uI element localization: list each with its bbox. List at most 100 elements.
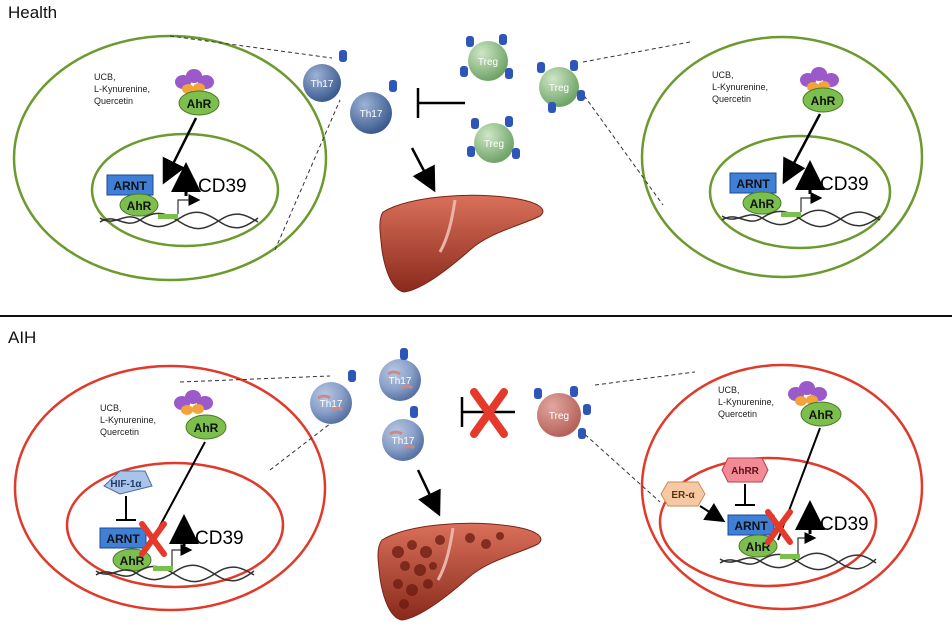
th17-label: Th17 <box>389 376 412 387</box>
health-treg-cell: Treg <box>460 34 513 81</box>
treg-cell-body <box>474 123 514 163</box>
receptor-icon <box>505 68 513 79</box>
ligand-list-line: L-Kynurenine, <box>712 82 768 92</box>
ahr-label: AhR <box>194 421 219 435</box>
th17-label: Th17 <box>320 399 343 410</box>
aih-right-cell: UCB, L-Kynurenine, Quercetin AhR AhRR ER… <box>579 363 924 611</box>
treg-label: Treg <box>549 411 569 422</box>
arnt-box <box>99 527 147 549</box>
dna-strand <box>99 212 259 230</box>
ahr-cytoplasm <box>185 414 227 440</box>
outer-cell-membrane <box>640 363 924 611</box>
arnt-label: ARNT <box>736 177 770 191</box>
th17-cell-body <box>310 382 352 424</box>
zoom-line <box>169 35 333 59</box>
zoom-line <box>594 371 696 386</box>
outer-cell-membrane <box>640 35 924 279</box>
receptor-icon <box>537 62 545 73</box>
ligand-list-line: Quercetin <box>718 409 757 419</box>
treg-cell-body <box>468 41 508 81</box>
ahr-nucleus <box>742 191 782 215</box>
aih-th17-cell: Th17 <box>382 406 424 461</box>
th17-cell-body <box>350 92 392 134</box>
ahr-label: AhR <box>811 94 836 108</box>
receptor-icon <box>339 50 347 62</box>
th17-cell-body <box>303 64 341 102</box>
treg-label: Treg <box>549 83 569 94</box>
ligand-list-line: UCB, <box>94 72 116 82</box>
effect-arrow <box>416 469 441 517</box>
transcription-start-icon <box>171 544 193 566</box>
diseased-liver-icon <box>377 522 542 621</box>
healthy-liver-icon <box>379 194 544 293</box>
dna-strand <box>721 210 881 228</box>
ligand-cluster <box>174 390 213 415</box>
ahr-label: AhR <box>809 408 834 422</box>
promoter-region <box>781 212 801 217</box>
zoom-line <box>269 419 336 471</box>
blocked-x-icon <box>139 521 167 557</box>
dna-strand <box>95 565 255 583</box>
section-title-health: Health <box>8 3 57 22</box>
transcription-start-icon <box>800 192 823 212</box>
ahrr-hexagon <box>721 457 769 483</box>
arnt-label: ARNT <box>106 532 140 546</box>
aih-left-cell: UCB, L-Kynurenine, Quercetin AhR HIF-1α … <box>13 364 336 612</box>
treg-cell-body <box>537 393 581 437</box>
health-th17-cell: Th17 <box>303 50 347 102</box>
health-treg-cell: Treg <box>537 60 585 113</box>
receptor-icon <box>577 90 585 101</box>
receptor-icon <box>410 406 418 418</box>
zoom-line <box>179 375 331 383</box>
ligand-cluster <box>788 381 827 406</box>
zoom-line <box>582 41 691 63</box>
receptor-icon <box>534 388 542 399</box>
receptor-icon <box>460 66 468 77</box>
activation-arrow <box>699 502 726 523</box>
ahr-label: AhR <box>746 540 771 554</box>
th17-cell-body <box>382 419 424 461</box>
receptor-icon <box>512 148 520 159</box>
transcription-start-icon <box>177 194 201 214</box>
dna-strand <box>721 209 881 227</box>
health-th17-cell: Th17 <box>350 80 397 134</box>
th17-label: Th17 <box>392 436 415 447</box>
ligand-list-line: L-Kynurenine, <box>100 415 156 425</box>
er-alpha-label: ER-α <box>671 490 695 501</box>
ahr-label: AhR <box>120 554 145 568</box>
ahr-cytoplasm <box>178 90 220 116</box>
cd39-label: CD39 <box>198 176 247 197</box>
treg-label: Treg <box>484 139 504 150</box>
zoom-line <box>579 429 661 503</box>
ligand-list-line: Quercetin <box>94 96 133 106</box>
receptor-icon <box>348 370 356 382</box>
dna-strand <box>719 553 877 571</box>
cd39-label: CD39 <box>820 514 869 535</box>
receptor-icon <box>505 116 513 127</box>
receptor-icon <box>578 428 586 439</box>
health-right-cell: UCB, L-Kynurenine, Quercetin AhR ARNT Ah… <box>579 35 924 279</box>
ahrr-label: AhRR <box>731 466 760 477</box>
translocation-arrow <box>162 117 198 185</box>
nucleus-membrane <box>90 132 280 248</box>
aih-th17-cell: Th17 <box>310 370 356 424</box>
aih-treg-cell: Treg <box>534 386 591 439</box>
blocked-x-icon <box>470 388 508 438</box>
er-alpha-hexagon <box>660 481 706 507</box>
nucleus-membrane <box>65 461 285 589</box>
receptor-icon <box>400 348 408 360</box>
effect-arrow <box>410 147 436 193</box>
cd39-label: CD39 <box>195 528 244 549</box>
promoter-region <box>780 554 800 559</box>
arnt-label: ARNT <box>734 519 768 533</box>
ahr-cytoplasm <box>802 87 844 113</box>
ahr-label: AhR <box>127 199 152 213</box>
zoom-line <box>579 89 664 206</box>
treg-cell-body <box>539 67 579 107</box>
ligand-list-line: UCB, <box>718 385 740 395</box>
ahr-nucleus <box>119 193 159 217</box>
promoter-region <box>153 566 173 571</box>
ligand-list-line: L-Kynurenine, <box>94 84 150 94</box>
receptor-icon <box>583 404 591 415</box>
arnt-label: ARNT <box>113 179 147 193</box>
